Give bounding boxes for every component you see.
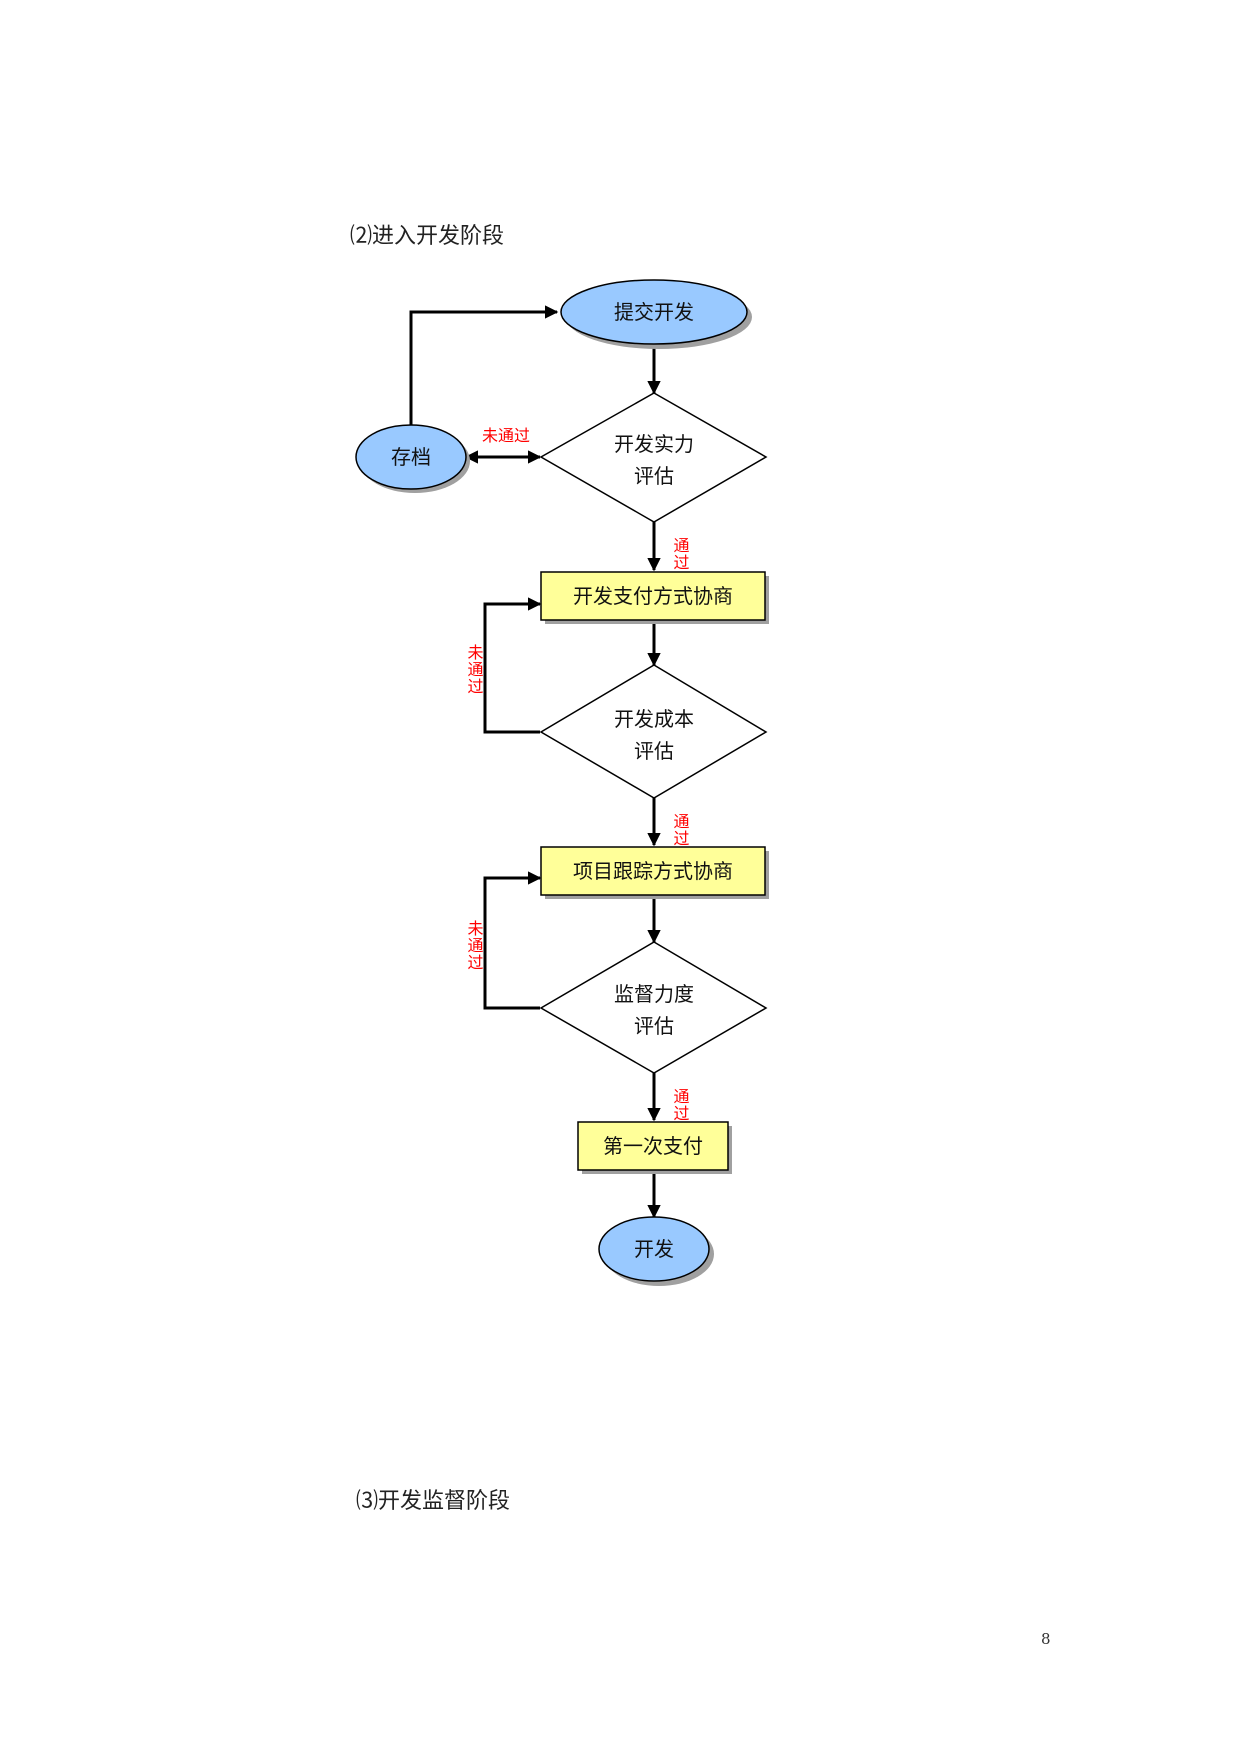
edge-label-capability-fail: 未通过 — [482, 426, 530, 445]
edge-label-supervision-fail: 未通过 — [465, 920, 484, 971]
node-payment-negotiation — [540, 571, 766, 621]
node-tracking-negotiation-label: 项目跟踪方式协商 — [573, 859, 733, 883]
node-dev-cost-label-2: 评估 — [634, 739, 674, 763]
node-dev-capability — [539, 392, 768, 523]
node-archive-label: 存档 — [391, 445, 431, 469]
node-develop — [598, 1216, 710, 1282]
node-supervision-label-2: 评估 — [634, 1014, 674, 1038]
node-dev-capability-label-1: 开发实力 — [614, 432, 694, 456]
node-supervision-label-1: 监督力度 — [614, 982, 694, 1006]
section2-heading: ⑵进入开发阶段 — [350, 224, 505, 249]
edge-label-capability-pass: 通过 — [671, 537, 690, 571]
node-dev-cost — [539, 664, 768, 799]
node-dev-cost-label-1: 开发成本 — [614, 707, 694, 731]
node-submit — [560, 279, 748, 345]
edge-label-supervision-pass: 通过 — [671, 1088, 690, 1122]
node-payment-negotiation-label: 开发支付方式协商 — [573, 584, 733, 608]
node-supervision — [539, 941, 768, 1074]
node-dev-capability-label-2: 评估 — [634, 464, 674, 488]
edge-cost-fail-loop — [483, 597, 542, 734]
edge-supervision-fail-loop — [483, 871, 542, 1010]
edge-archive-to-submit — [409, 305, 559, 429]
node-first-payment-label: 第一次支付 — [603, 1134, 703, 1158]
section3-heading: ⑶开发监督阶段 — [356, 1489, 511, 1514]
node-develop-label: 开发 — [634, 1237, 674, 1261]
node-archive — [355, 424, 467, 490]
node-submit-label: 提交开发 — [614, 300, 694, 324]
node-first-payment — [577, 1121, 729, 1171]
page-number: 8 — [1041, 1630, 1051, 1648]
node-tracking-negotiation — [540, 846, 766, 896]
edge-label-cost-fail: 未通过 — [465, 644, 484, 695]
edge-label-cost-pass: 通过 — [671, 813, 690, 847]
